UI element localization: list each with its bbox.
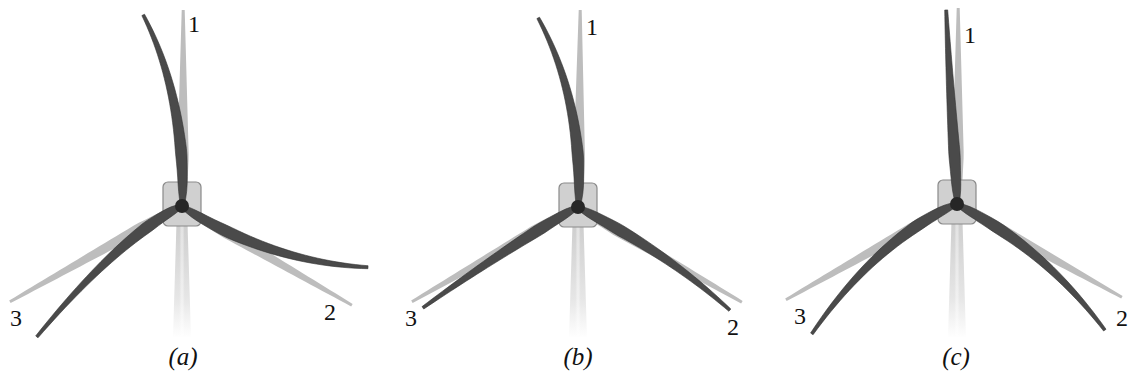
deformed-blade [537, 17, 584, 207]
hub [950, 197, 964, 211]
blade-number: 2 [324, 300, 336, 324]
panel-label: (c) [942, 344, 970, 369]
deformed-blade [181, 204, 368, 268]
blade-number: 2 [1116, 306, 1128, 330]
blade-number: 1 [188, 12, 200, 36]
blade-number: 1 [964, 23, 976, 47]
deformed-blade [422, 205, 579, 309]
wind-turbine [9, 10, 368, 338]
wind-turbine [785, 8, 1122, 338]
panel-label: (b) [563, 344, 592, 369]
blade-number: 3 [405, 306, 417, 330]
blade-number: 2 [727, 315, 739, 339]
hub [175, 199, 189, 213]
hub [571, 200, 585, 214]
blade-number: 3 [10, 306, 22, 330]
wind-turbine [411, 10, 742, 338]
blade-number: 1 [586, 15, 598, 39]
panel-label: (a) [168, 344, 197, 369]
deformed-blade [945, 10, 961, 204]
deformed-blade [577, 205, 731, 311]
blade-number: 3 [794, 304, 806, 328]
deformed-blade [36, 204, 183, 338]
deformed-blade [142, 14, 187, 206]
deformed-blade [956, 202, 1106, 331]
deformed-blade [811, 202, 958, 335]
